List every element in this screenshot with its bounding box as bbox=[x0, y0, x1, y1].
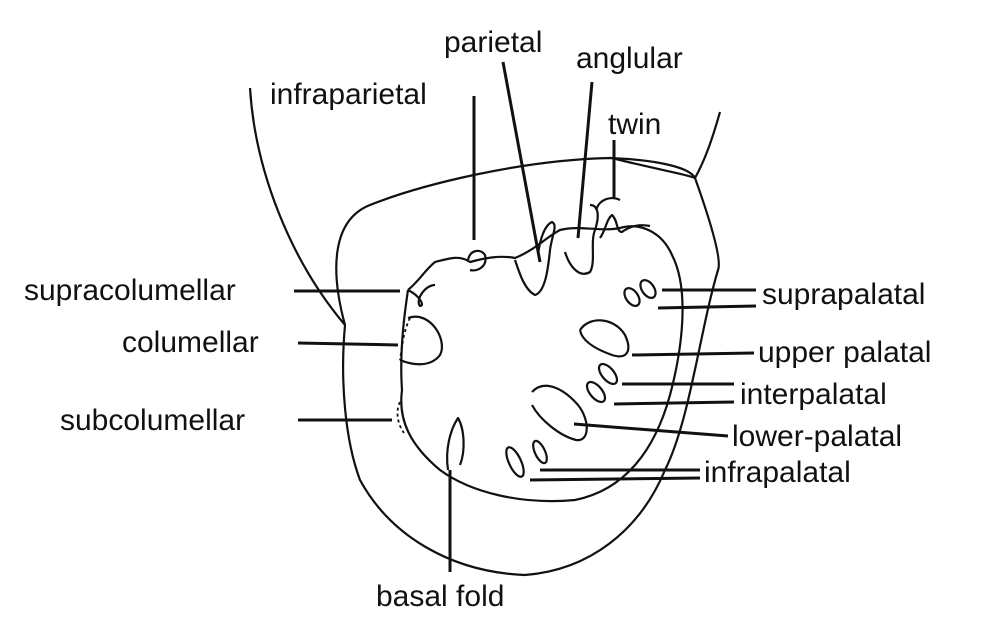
shell-tip bbox=[694, 111, 722, 179]
basal-fold bbox=[446, 416, 465, 471]
label-parietal: parietal bbox=[444, 26, 542, 59]
twin-lamella-top bbox=[594, 197, 621, 211]
infrapalatal-fold-2 bbox=[532, 439, 548, 465]
columellar-fold bbox=[399, 315, 443, 366]
outer-shell-outline bbox=[248, 87, 720, 577]
parietal-lamella bbox=[513, 220, 556, 297]
label-interpalatal: interpalatal bbox=[740, 378, 887, 411]
label-lower-palatal: lower-palatal bbox=[732, 420, 902, 453]
infraparietal-lamella bbox=[466, 249, 487, 272]
leader-upper-palatal bbox=[631, 351, 755, 357]
supracolumellar-fold bbox=[407, 283, 436, 308]
label-twin: twin bbox=[608, 108, 661, 141]
outer-rim-line bbox=[611, 156, 696, 180]
infrapalatal-fold-1 bbox=[505, 446, 525, 478]
label-upper-palatal: upper palatal bbox=[758, 336, 931, 369]
leader-columellar bbox=[297, 341, 399, 347]
label-infraparietal: infraparietal bbox=[270, 78, 427, 111]
leader-parietal bbox=[501, 61, 542, 263]
label-subcolumellar: subcolumellar bbox=[60, 404, 245, 437]
inner-aperture-outline bbox=[400, 225, 684, 503]
anglular-lamella bbox=[563, 203, 599, 275]
leader-infrapalatal-2 bbox=[529, 476, 701, 482]
interpalatal-fold-1 bbox=[585, 380, 607, 404]
lower-palatal-fold bbox=[531, 384, 588, 442]
label-infrapalatal: infrapalatal bbox=[704, 456, 851, 489]
suprapalatal-fold-1 bbox=[623, 287, 641, 307]
upper-palatal-fold bbox=[578, 319, 630, 358]
columellar-dash bbox=[399, 317, 411, 361]
label-basal-fold: basal fold bbox=[376, 580, 504, 613]
leader-lower-palatal bbox=[573, 422, 729, 438]
suprapalatal-fold-2 bbox=[639, 279, 657, 299]
subcolumellar-fold bbox=[396, 401, 405, 434]
label-columellar: columellar bbox=[122, 326, 259, 359]
leader-interpalatal-2 bbox=[613, 400, 735, 406]
label-supracolumellar: supracolumellar bbox=[24, 274, 236, 307]
label-anglular: anglular bbox=[576, 42, 683, 75]
interpalatal-fold-2 bbox=[597, 362, 619, 386]
leader-suprapalatal-2 bbox=[657, 304, 757, 310]
twin-lamella bbox=[599, 213, 651, 239]
leader-anglular bbox=[576, 81, 594, 239]
label-suprapalatal: suprapalatal bbox=[762, 278, 925, 311]
